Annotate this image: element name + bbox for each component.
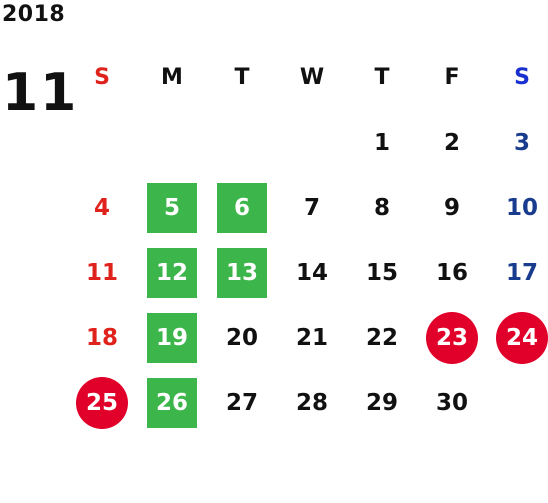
day-number: 10 <box>505 194 538 221</box>
day-number: 9 <box>443 194 460 221</box>
day-cell-highlighted[interactable]: 13 <box>207 240 277 305</box>
day-number: 24 <box>496 311 548 364</box>
day-number: 16 <box>435 259 468 286</box>
day-cell-holiday[interactable]: 24 <box>487 305 548 370</box>
day-number: 26 <box>147 377 197 428</box>
day-cell[interactable]: 7 <box>277 175 347 240</box>
weekday-wednesday: W <box>299 65 325 90</box>
day-cell[interactable]: 1 <box>347 110 417 175</box>
day-cell[interactable]: 14 <box>277 240 347 305</box>
day-number: 17 <box>505 259 538 286</box>
day-cell[interactable]: 27 <box>207 370 277 435</box>
day-number: 11 <box>85 259 118 286</box>
day-cell[interactable]: 4 <box>67 175 137 240</box>
day-number: 7 <box>303 194 320 221</box>
day-cell-holiday[interactable]: 23 <box>417 305 487 370</box>
day-number: 30 <box>435 389 468 416</box>
day-number: 29 <box>365 389 398 416</box>
day-number: 1 <box>373 129 390 156</box>
day-number: 22 <box>365 324 398 351</box>
day-number: 15 <box>365 259 398 286</box>
day-number: 18 <box>85 324 118 351</box>
day-number: 25 <box>76 376 128 429</box>
week-row: 25 26 27 28 29 30 <box>67 370 548 435</box>
day-cell[interactable]: 18 <box>67 305 137 370</box>
day-cell-holiday[interactable]: 25 <box>67 370 137 435</box>
weekday-saturday: S <box>514 65 530 90</box>
week-row: 4 5 6 7 8 9 10 <box>67 175 548 240</box>
day-number: 4 <box>93 194 110 221</box>
day-cell[interactable]: 15 <box>347 240 417 305</box>
day-number: 27 <box>225 389 258 416</box>
day-cell[interactable]: 3 <box>487 110 548 175</box>
day-number: 13 <box>217 247 267 298</box>
day-cell[interactable]: 8 <box>347 175 417 240</box>
year-label: 2018 <box>2 2 66 27</box>
day-number: 2 <box>443 129 460 156</box>
day-number: 28 <box>295 389 328 416</box>
day-cell-empty <box>277 110 347 175</box>
day-cell-highlighted[interactable]: 5 <box>137 175 207 240</box>
day-number: 20 <box>225 324 258 351</box>
day-number: 23 <box>426 311 478 364</box>
weekday-header-row: S M T W T F S <box>67 45 548 110</box>
day-cell[interactable]: 16 <box>417 240 487 305</box>
day-cell[interactable]: 29 <box>347 370 417 435</box>
day-cell[interactable]: 2 <box>417 110 487 175</box>
month-label: 11 <box>2 63 79 123</box>
day-cell-highlighted[interactable]: 19 <box>137 305 207 370</box>
day-number: 12 <box>147 247 197 298</box>
day-number: 14 <box>295 259 328 286</box>
day-cell[interactable]: 20 <box>207 305 277 370</box>
day-cell-empty <box>137 110 207 175</box>
weekday-thursday: T <box>374 65 390 90</box>
day-cell[interactable]: 11 <box>67 240 137 305</box>
day-cell[interactable]: 21 <box>277 305 347 370</box>
day-cell[interactable]: 9 <box>417 175 487 240</box>
day-number: 6 <box>217 182 267 233</box>
day-cell-highlighted[interactable]: 12 <box>137 240 207 305</box>
weekday-monday: M <box>161 65 183 90</box>
day-cell[interactable]: 22 <box>347 305 417 370</box>
day-cell-empty <box>487 370 548 435</box>
week-row: 11 12 13 14 15 16 17 <box>67 240 548 305</box>
day-cell[interactable]: 28 <box>277 370 347 435</box>
weekday-friday: F <box>444 65 460 90</box>
day-cell-highlighted[interactable]: 26 <box>137 370 207 435</box>
day-cell[interactable]: 10 <box>487 175 548 240</box>
weekday-sunday: S <box>94 65 110 90</box>
weekday-tuesday: T <box>234 65 250 90</box>
day-number: 21 <box>295 324 328 351</box>
day-cell-empty <box>67 110 137 175</box>
day-cell[interactable]: 30 <box>417 370 487 435</box>
day-cell[interactable]: 17 <box>487 240 548 305</box>
week-row: 1 2 3 <box>67 110 548 175</box>
day-number: 19 <box>147 312 197 363</box>
week-row: 18 19 20 21 22 23 24 <box>67 305 548 370</box>
day-number: 3 <box>513 129 530 156</box>
day-cell-highlighted[interactable]: 6 <box>207 175 277 240</box>
day-number: 5 <box>147 182 197 233</box>
calendar-grid: S M T W T F S 1 2 3 4 5 6 7 8 9 10 11 12… <box>67 45 548 435</box>
day-cell-empty <box>207 110 277 175</box>
day-number: 8 <box>373 194 390 221</box>
